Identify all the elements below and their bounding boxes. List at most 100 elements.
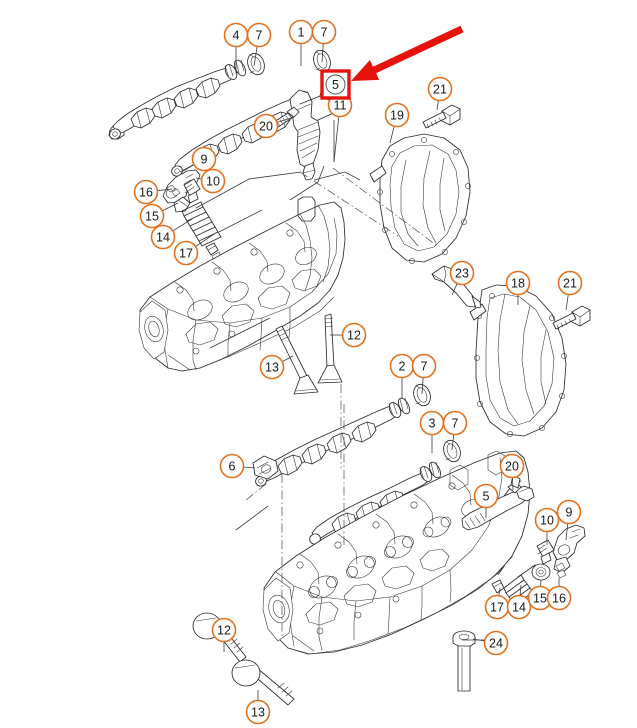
callout-5-hydraulic-chain-tensioner[interactable]: 5 [473,483,499,519]
callout-number: 13 [251,706,265,720]
callout-6-camshaft-bearing-cap[interactable]: 6 [219,453,256,479]
callout-number: 7 [421,360,428,374]
callout-number: 7 [452,417,459,431]
valve-stem-seal-lower [491,579,505,594]
valve-cotter-keepers-lower [555,562,567,579]
callout-leader-line [333,116,340,163]
callout-bubble[interactable] [259,354,285,380]
callout-bubble[interactable] [191,146,217,172]
highlighted-part-marker[interactable]: 5 [320,69,351,100]
callout-bubble[interactable] [557,270,583,296]
highlight-inner-bubble [325,74,346,95]
callout-1-camshaft-exhaust[interactable]: 1 [288,19,314,67]
callout-bubble[interactable] [534,507,560,533]
valve-cover-front [369,133,471,264]
callout-bubble[interactable] [427,76,453,102]
callout-bubble[interactable] [200,168,226,194]
callout-number: 14 [156,231,170,245]
camshaft-lower-exhaust [255,397,411,487]
callout-bubble[interactable] [341,322,367,348]
callout-number: 3 [429,417,436,431]
callout-21-hex-bolt[interactable]: 21 [557,270,583,311]
callout-leader-line [389,126,395,144]
callout-7-o-ring-seal[interactable]: 7 [311,19,337,63]
callout-bubble[interactable] [556,499,582,525]
callout-bubble[interactable] [442,410,468,436]
callout-14-valve-spring[interactable]: 14 [506,584,532,620]
callout-number: 5 [483,490,490,504]
callout-bubble[interactable] [546,585,572,611]
callout-bubble[interactable] [150,224,176,250]
callout-number: 9 [201,153,208,167]
callout-12-exhaust-valve[interactable]: 12 [330,322,367,348]
callout-leader-line [157,188,173,192]
leader-lines [195,120,506,641]
callout-number: 15 [145,210,159,224]
callout-7-o-ring-seal[interactable]: 7 [442,410,468,451]
intake-valve-upper [275,325,319,395]
callout-number: 14 [512,601,526,615]
callout-bubble[interactable] [211,617,237,643]
callout-15-valve-spring-retainer[interactable]: 15 [139,202,179,229]
callout-9-roller-rocker-finger[interactable]: 9 [179,146,217,173]
callout-number: 19 [390,109,404,123]
callout-16-valve-cotter-keepers[interactable]: 16 [546,578,572,611]
callout-bubble[interactable] [499,453,525,479]
callout-number: 24 [489,637,503,651]
callout-12-exhaust-valve[interactable]: 12 [211,617,237,653]
callout-leader-line [512,477,514,491]
callout-bubble[interactable] [253,113,279,139]
callout-10-hydraulic-lash-adjuster[interactable]: 10 [534,507,560,546]
callout-23-sealant-tube[interactable]: 23 [449,260,475,296]
callout-bubble[interactable] [133,179,159,205]
callout-number: 12 [347,329,361,343]
callout-leader-line [498,587,501,596]
cylinder-head-lower [262,450,531,655]
callout-bubble[interactable] [245,699,271,725]
callout-leader-line [321,43,324,63]
callout-bubble[interactable] [506,594,532,620]
callout-leader-line [253,46,258,67]
callout-bubble[interactable] [173,240,199,266]
callout-18-valve-cover-rear[interactable]: 18 [505,270,531,306]
callout-number: 7 [321,26,328,40]
callout-17-valve-stem-seal[interactable]: 17 [173,233,215,266]
callout-13-intake-valve[interactable]: 13 [245,690,271,725]
callout-bubble[interactable] [473,483,499,509]
callout-21-hex-bolt[interactable]: 21 [427,76,453,111]
callout-7-o-ring-seal[interactable]: 7 [246,22,272,67]
callout-20-retaining-screw[interactable]: 20 [253,113,295,139]
callout-9-roller-rocker-finger[interactable]: 9 [556,499,582,541]
callout-leader-line [421,377,424,395]
callout-11-hydraulic-tensioner[interactable]: 11 [327,92,353,163]
hex-bolt-middle [552,305,591,330]
callout-bubble[interactable] [246,22,272,48]
callout-20-retaining-screw[interactable]: 20 [499,453,525,491]
callout-leader-line [179,164,195,173]
callout-bubble[interactable] [311,19,337,45]
valve-spring-upper [181,201,222,247]
callout-bubble[interactable] [449,260,475,286]
callout-7-o-ring-seal[interactable]: 7 [411,353,437,395]
callout-bubble[interactable] [139,203,165,229]
callout-bubble[interactable] [219,453,245,479]
callout-19-valve-cover-front[interactable]: 19 [384,102,410,144]
callout-bubble[interactable] [411,353,437,379]
callout-bubble[interactable] [483,630,509,656]
callout-number: 20 [505,460,519,474]
callout-bubble[interactable] [384,102,410,128]
callout-14-valve-spring[interactable]: 14 [150,218,193,250]
callout-16-valve-cotter-keepers[interactable]: 16 [133,179,173,205]
callout-bubble[interactable] [505,270,531,296]
callout-10-hydraulic-lash-adjuster[interactable]: 10 [195,168,226,194]
callout-number: 16 [139,186,153,200]
callout-leader-line [172,218,193,232]
callout-13-intake-valve[interactable]: 13 [259,354,294,380]
callout-3-camshaft-lower-intake[interactable]: 3 [419,410,445,454]
callout-number: 23 [455,267,469,281]
callout-2-camshaft-lower-exhaust[interactable]: 2 [389,353,415,399]
callout-number: 17 [179,247,193,261]
callout-24-cover-bolt[interactable]: 24 [472,630,509,656]
